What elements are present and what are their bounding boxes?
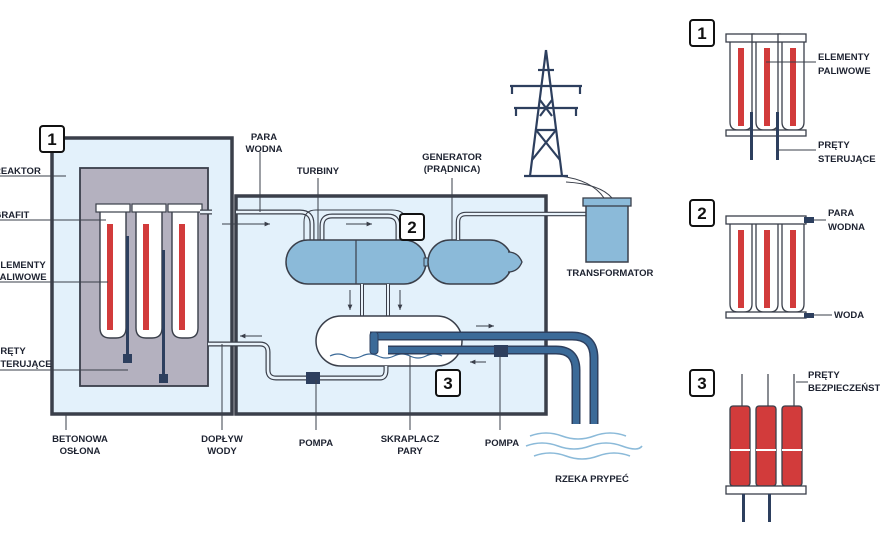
inset-3-number: 3 (697, 374, 706, 393)
inset-2-label-para-line1: PARA (828, 208, 854, 219)
label-betonowa-line2: OSŁONA (60, 446, 101, 457)
river-waves (525, 432, 643, 460)
inset-2-label-para-line2: WODNA (828, 222, 865, 233)
inset-1-number: 1 (697, 24, 706, 43)
inset-3: 3 PRĘTY BEZPIECZEŃSTWA (689, 369, 880, 522)
label-transformator: TRANSFORMATOR (567, 268, 654, 279)
label-pompa-left: POMPA (299, 438, 333, 449)
label-para-line1: PARA (251, 132, 277, 143)
badge-1-text: 1 (47, 130, 56, 149)
badge-3-text: 3 (443, 374, 452, 393)
inset-3-label-prety-line2: BEZPIECZEŃSTWA (808, 383, 880, 394)
condenser (315, 315, 463, 367)
core-fuel-rod (143, 224, 149, 330)
inset-3-label-prety-line1: PRĘTY (808, 370, 840, 381)
transformer (582, 197, 632, 263)
label-prety-line1: PRĘTY (0, 346, 26, 357)
feedwater-pipe (208, 341, 389, 381)
label-reaktor: REAKTOR (0, 166, 41, 177)
inset-1-label-elementy-line1: ELEMENTY (818, 52, 870, 63)
label-betonowa-line1: BETONOWA (52, 434, 108, 445)
pump-left (306, 372, 320, 384)
badge-2-text: 2 (407, 218, 416, 237)
inset-1: 1 ELEMENTY PALIWOWE PRĘTY STERUJĄCE (689, 19, 876, 165)
label-doplyw-line2: WODY (207, 446, 237, 457)
label-rzeka: RZEKA PRYPEĆ (555, 473, 629, 485)
label-turbiny: TURBINY (297, 166, 340, 177)
badge-1 (39, 125, 65, 153)
power-pylon (510, 49, 582, 178)
inset-1-label-elementy-line2: PALIWOWE (818, 66, 871, 77)
label-skraplacz-line1: SKRAPLACZ (381, 434, 440, 445)
label-doplyw-line1: DOPŁYW (201, 434, 243, 445)
core-control-rod (126, 236, 129, 360)
core-control-rod (162, 250, 165, 382)
label-generator-line1: GENERATOR (422, 152, 482, 163)
core-fuel-channels (95, 203, 203, 383)
label-generator-line2: (PRĄDNICA) (424, 164, 480, 175)
inset-2: 2 PARA WODNA WODA (689, 199, 865, 321)
badge-3 (435, 369, 461, 397)
label-grafit: GRAFIT (0, 210, 30, 221)
inset-2-number: 2 (697, 204, 706, 223)
label-prety-line2: STERUJĄCE (0, 359, 52, 370)
leader-lines (0, 152, 501, 430)
generator-unit (427, 239, 523, 285)
label-skraplacz-line2: PARY (397, 446, 423, 457)
inset-2-label-woda: WODA (834, 310, 864, 321)
badge-2 (399, 213, 425, 241)
inset-1-label-prety-line1: PRĘTY (818, 140, 850, 151)
label-pompa-right: POMPA (485, 438, 519, 449)
label-elementy-line2: PALIWOWE (0, 272, 47, 283)
core-fuel-rod (107, 224, 113, 330)
exhaust-pipes (347, 284, 403, 318)
pump-right (494, 345, 508, 357)
core-fuel-rod (179, 224, 185, 330)
cooling-water-pipe (369, 331, 599, 424)
turbine-unit (285, 239, 427, 285)
label-para-line2: WODNA (246, 144, 283, 155)
inset-1-label-prety-line2: STERUJĄCE (818, 154, 876, 165)
label-elementy-line1: ELEMENTY (0, 260, 46, 271)
